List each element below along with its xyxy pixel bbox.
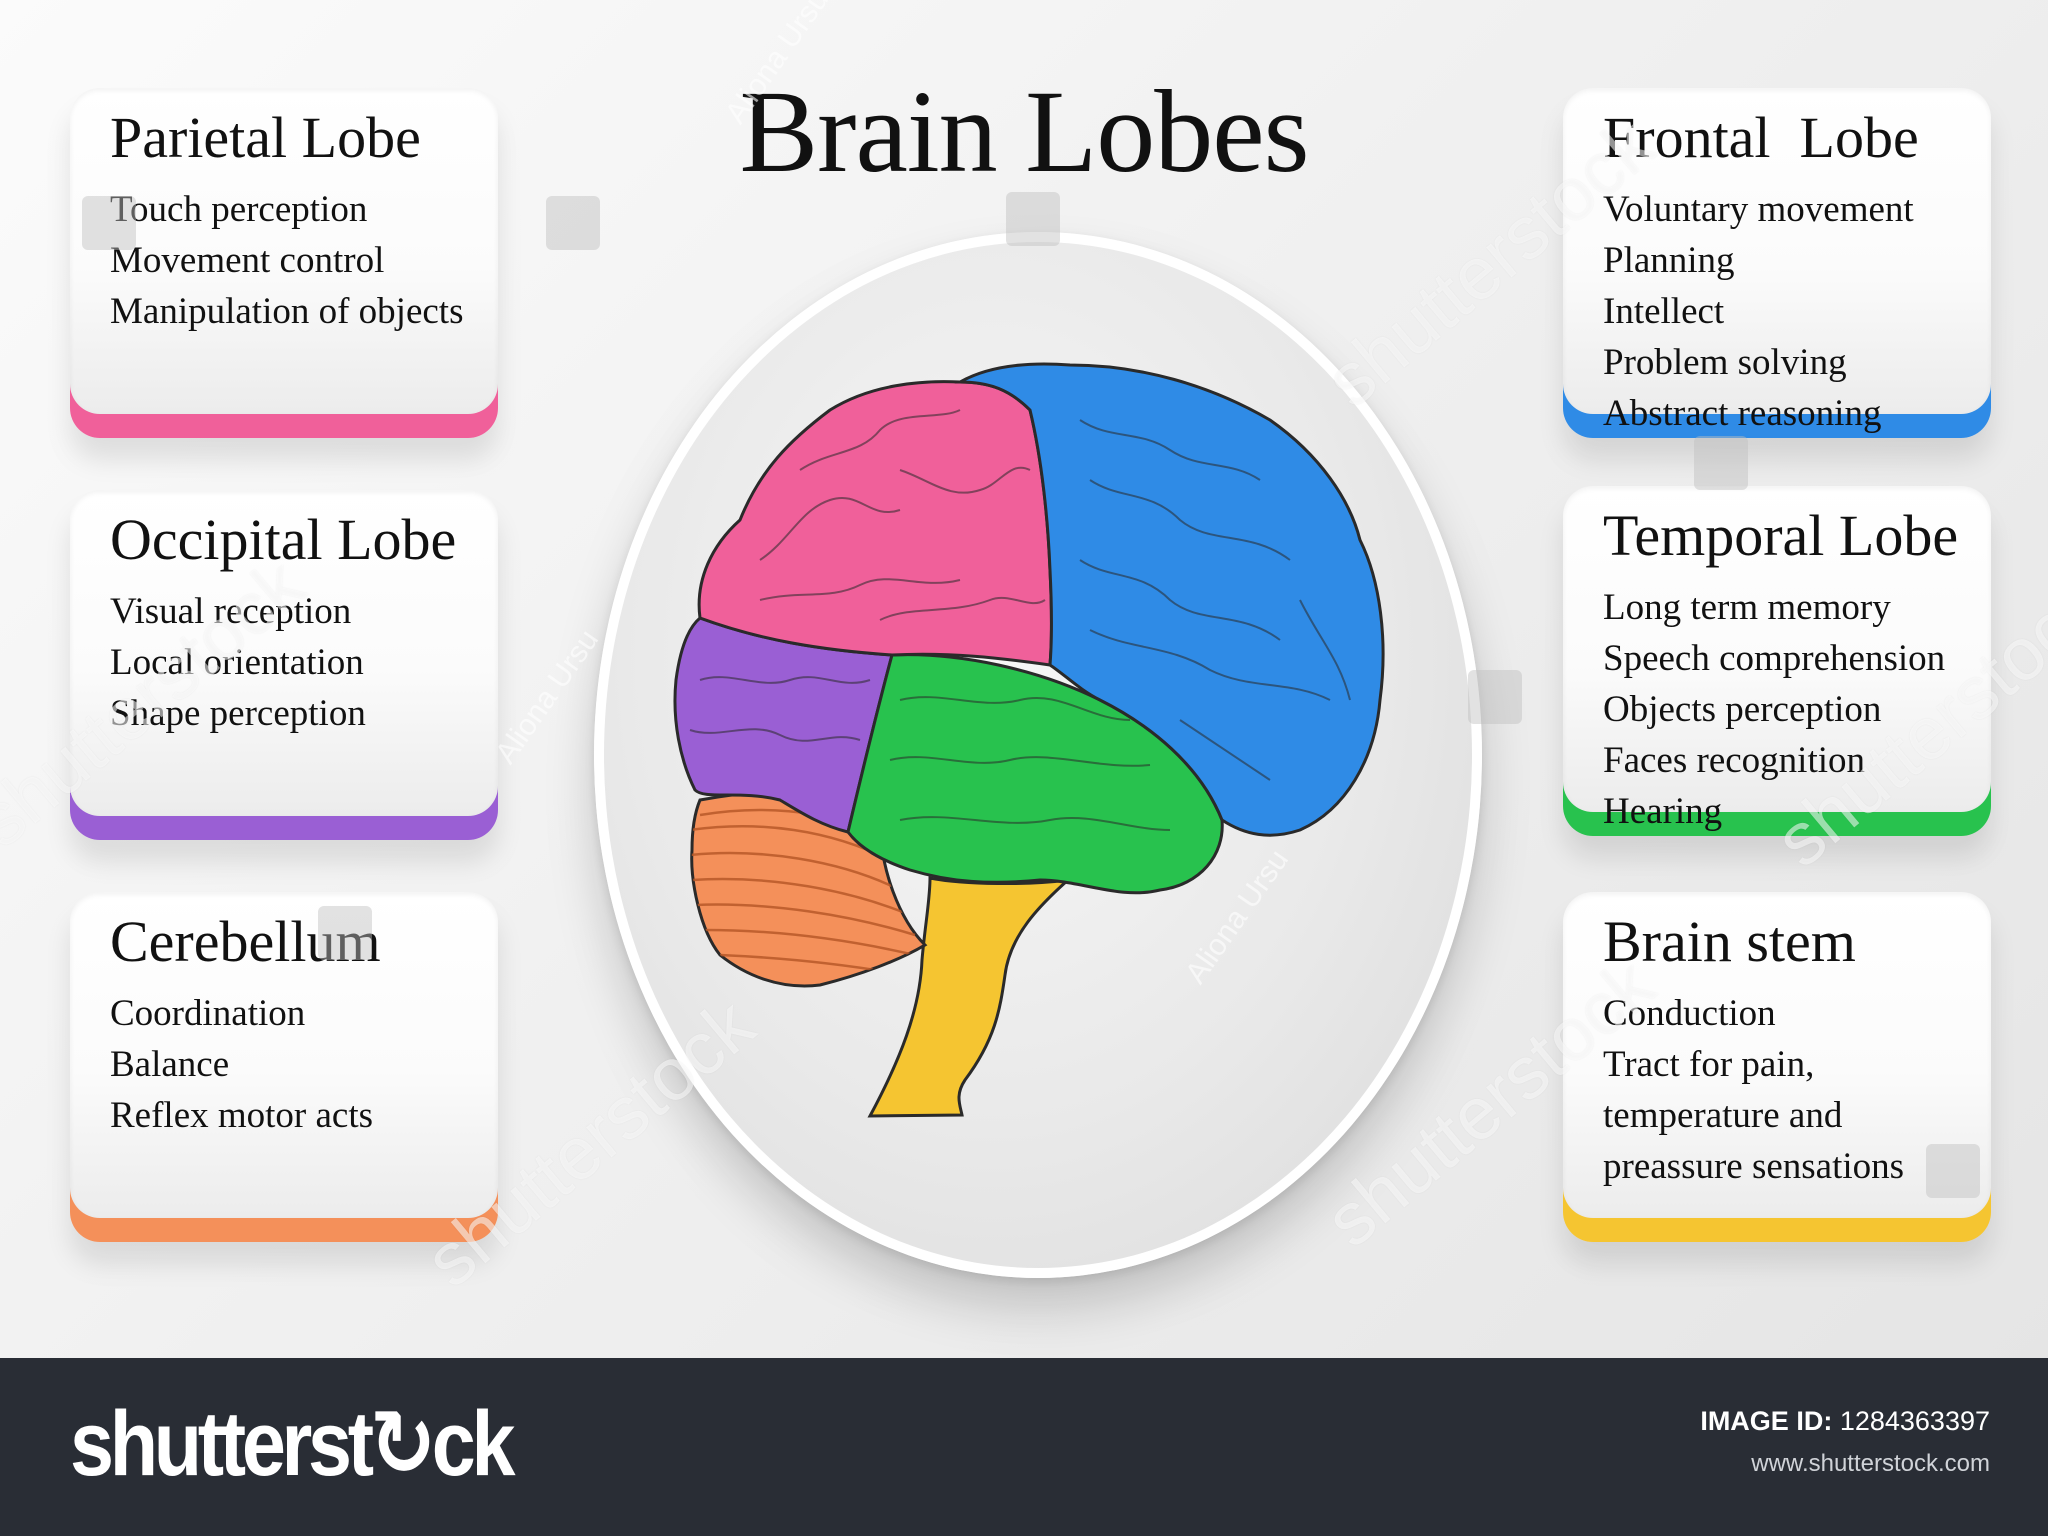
card-occipital-title: Occipital Lobe	[110, 507, 457, 572]
list-item: Reflex motor acts	[110, 1095, 374, 1136]
list-item: Long term memory	[1603, 587, 1891, 628]
frontal-lobe-region	[954, 362, 1385, 837]
watermark-logo-icon	[1926, 1144, 1980, 1198]
list-item: Objects perception	[1603, 689, 1882, 730]
card-parietal-lobe: Parietal Lobe Touch perception Movement …	[70, 88, 498, 438]
card-temporal-face: Temporal Lobe Long term memory Speech co…	[1563, 486, 1991, 832]
card-brain-stem: Brain stem Conduction Tract for pain, te…	[1563, 892, 1991, 1242]
card-brain-stem-title: Brain stem	[1603, 909, 1856, 974]
watermark-logo-icon	[318, 906, 372, 960]
image-id-value: 1284363397	[1839, 1406, 1990, 1436]
watermark-logo-icon	[1006, 192, 1060, 246]
footer-url: www.shutterstock.com	[1751, 1450, 1990, 1477]
card-parietal-face: Parietal Lobe Touch perception Movement …	[70, 88, 498, 414]
card-occipital-list: Visual reception Local orientation Shape…	[110, 586, 366, 739]
card-temporal-list: Long term memory Speech comprehension Ob…	[1603, 582, 1945, 837]
shutterstock-logo: shutterst↻ck	[70, 1393, 516, 1495]
image-id-label: IMAGE ID:	[1700, 1406, 1833, 1436]
list-item: Balance	[110, 1044, 230, 1085]
list-item: Planning	[1603, 240, 1735, 281]
card-temporal-title: Temporal Lobe	[1603, 503, 1959, 568]
parietal-lobe-region	[697, 380, 1053, 667]
list-item: preassure sensations	[1603, 1146, 1905, 1187]
card-frontal-title: Frontal Lobe	[1603, 105, 1919, 170]
list-item: Local orientation	[110, 642, 364, 683]
list-item: Tract for pain,	[1603, 1044, 1815, 1085]
list-item: Movement control	[110, 240, 385, 281]
list-item: Voluntary movement	[1603, 189, 1914, 230]
card-occipital-face: Occipital Lobe Visual reception Local or…	[70, 490, 498, 816]
card-frontal-face: Frontal Lobe Voluntary movement Planning…	[1563, 88, 1991, 434]
diagram-title: Brain Lobes	[739, 66, 1309, 197]
list-item: Touch perception	[110, 189, 368, 230]
card-frontal-lobe: Frontal Lobe Voluntary movement Planning…	[1563, 88, 1991, 438]
list-item: Hearing	[1603, 791, 1723, 832]
stock-footer: shutterst↻ck IMAGE ID: 1284363397 www.sh…	[0, 1358, 2048, 1536]
list-item: Faces recognition	[1603, 740, 1865, 781]
watermark-logo-icon	[1694, 436, 1748, 490]
card-cerebellum-list: Coordination Balance Reflex motor acts	[110, 988, 373, 1141]
card-cerebellum-face: Cerebellum Coordination Balance Reflex m…	[70, 892, 498, 1218]
list-item: temperature and	[1603, 1095, 1843, 1136]
list-item: Intellect	[1603, 291, 1725, 332]
card-brain-stem-face: Brain stem Conduction Tract for pain, te…	[1563, 892, 1991, 1218]
infographic-canvas: Brain Lobes	[0, 66, 2048, 1303]
list-item: Shape perception	[110, 693, 366, 734]
card-cerebellum: Cerebellum Coordination Balance Reflex m…	[70, 892, 498, 1242]
image-id: IMAGE ID: 1284363397	[1700, 1406, 1990, 1437]
brain-illustration	[673, 362, 1385, 1118]
watermark-logo-icon	[82, 196, 136, 250]
card-frontal-list: Voluntary movement Planning Intellect Pr…	[1603, 184, 1914, 439]
list-item: Manipulation of objects	[110, 291, 464, 332]
list-item: Conduction	[1603, 993, 1776, 1034]
card-temporal-lobe: Temporal Lobe Long term memory Speech co…	[1563, 486, 1991, 836]
card-parietal-list: Touch perception Movement control Manipu…	[110, 184, 464, 337]
watermark-logo-icon	[1468, 670, 1522, 724]
list-item: Abstract reasoning	[1603, 393, 1882, 434]
list-item: Problem solving	[1603, 342, 1847, 383]
card-occipital-lobe: Occipital Lobe Visual reception Local or…	[70, 490, 498, 840]
card-cerebellum-title: Cerebellum	[110, 909, 381, 974]
list-item: Speech comprehension	[1603, 638, 1946, 679]
watermark-logo-icon	[546, 196, 600, 250]
card-brain-stem-list: Conduction Tract for pain, temperature a…	[1603, 988, 1904, 1192]
card-parietal-title: Parietal Lobe	[110, 105, 421, 170]
list-item: Visual reception	[110, 591, 352, 632]
list-item: Coordination	[110, 993, 306, 1034]
